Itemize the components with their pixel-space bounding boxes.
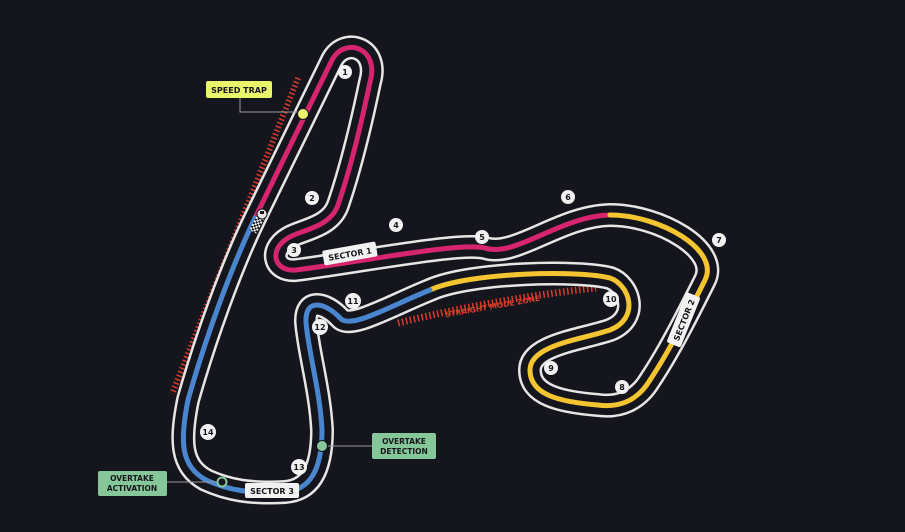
- turn-7-marker: 7: [712, 233, 726, 247]
- svg-text:ACTIVATION: ACTIVATION: [107, 484, 157, 493]
- turn-4-marker: 4: [389, 218, 403, 232]
- sector-3-label: SECTOR 3: [245, 483, 299, 498]
- overtake-detection-marker: [316, 440, 328, 452]
- turn-12-marker: 12: [312, 319, 328, 335]
- svg-text:4: 4: [393, 221, 399, 230]
- main-straight-mode-hatch: [169, 76, 301, 396]
- turn-13-marker: 13: [291, 459, 307, 475]
- turn-14-marker: 14: [200, 424, 216, 440]
- straight-mode-zone-label: STRAIGHT MODE ZONE: [444, 294, 540, 320]
- svg-text:1: 1: [342, 68, 348, 77]
- speed-trap-connector: [239, 98, 300, 113]
- turn-8-marker: 8: [615, 380, 629, 394]
- sector-1-line: [252, 45, 613, 273]
- speed-trap-marker: [297, 108, 309, 120]
- overtake-detection-label: OVERTAKE DETECTION: [372, 433, 436, 459]
- svg-text:3: 3: [291, 246, 297, 255]
- svg-text:9: 9: [548, 364, 554, 373]
- turn-2-marker: 2: [305, 191, 319, 205]
- turn-5-marker: 5: [475, 230, 489, 244]
- flag-icon: [256, 208, 268, 220]
- back-straight-mode-hatch: [397, 284, 597, 327]
- svg-text:6: 6: [565, 193, 571, 202]
- track-surface: [173, 38, 717, 502]
- svg-text:12: 12: [314, 323, 325, 332]
- svg-text:7: 7: [716, 236, 722, 245]
- svg-text:SECTOR 3: SECTOR 3: [250, 487, 294, 496]
- turn-markers: 1 2 3 4 5 6 7 8 9 10 11 12 13 14: [200, 65, 726, 475]
- turn-3-marker: 3: [287, 243, 301, 257]
- track-outline: [171, 35, 720, 505]
- turn-6-marker: 6: [561, 190, 575, 204]
- turn-11-marker: 11: [345, 293, 361, 309]
- overtake-activation-label: OVERTAKE ACTIVATION: [98, 471, 167, 496]
- svg-text:OVERTAKE: OVERTAKE: [382, 437, 426, 446]
- svg-text:DETECTION: DETECTION: [380, 447, 428, 456]
- sector-2-line: [427, 212, 710, 409]
- svg-text:SPEED TRAP: SPEED TRAP: [211, 86, 267, 95]
- svg-text:2: 2: [309, 194, 315, 203]
- svg-text:14: 14: [202, 428, 214, 437]
- turn-10-marker: 10: [603, 291, 619, 307]
- turn-9-marker: 9: [544, 361, 558, 375]
- svg-text:10: 10: [605, 295, 617, 304]
- svg-text:OVERTAKE: OVERTAKE: [110, 474, 154, 483]
- svg-text:11: 11: [347, 297, 359, 306]
- svg-text:8: 8: [619, 383, 625, 392]
- turn-1-marker: 1: [338, 65, 352, 79]
- speed-trap-label: SPEED TRAP: [206, 81, 272, 98]
- sector-3-line: [180, 215, 433, 495]
- svg-text:5: 5: [479, 233, 485, 242]
- overtake-activation-marker: [216, 476, 228, 488]
- sector-1-label: SECTOR 1: [322, 241, 378, 266]
- svg-text:13: 13: [293, 463, 304, 472]
